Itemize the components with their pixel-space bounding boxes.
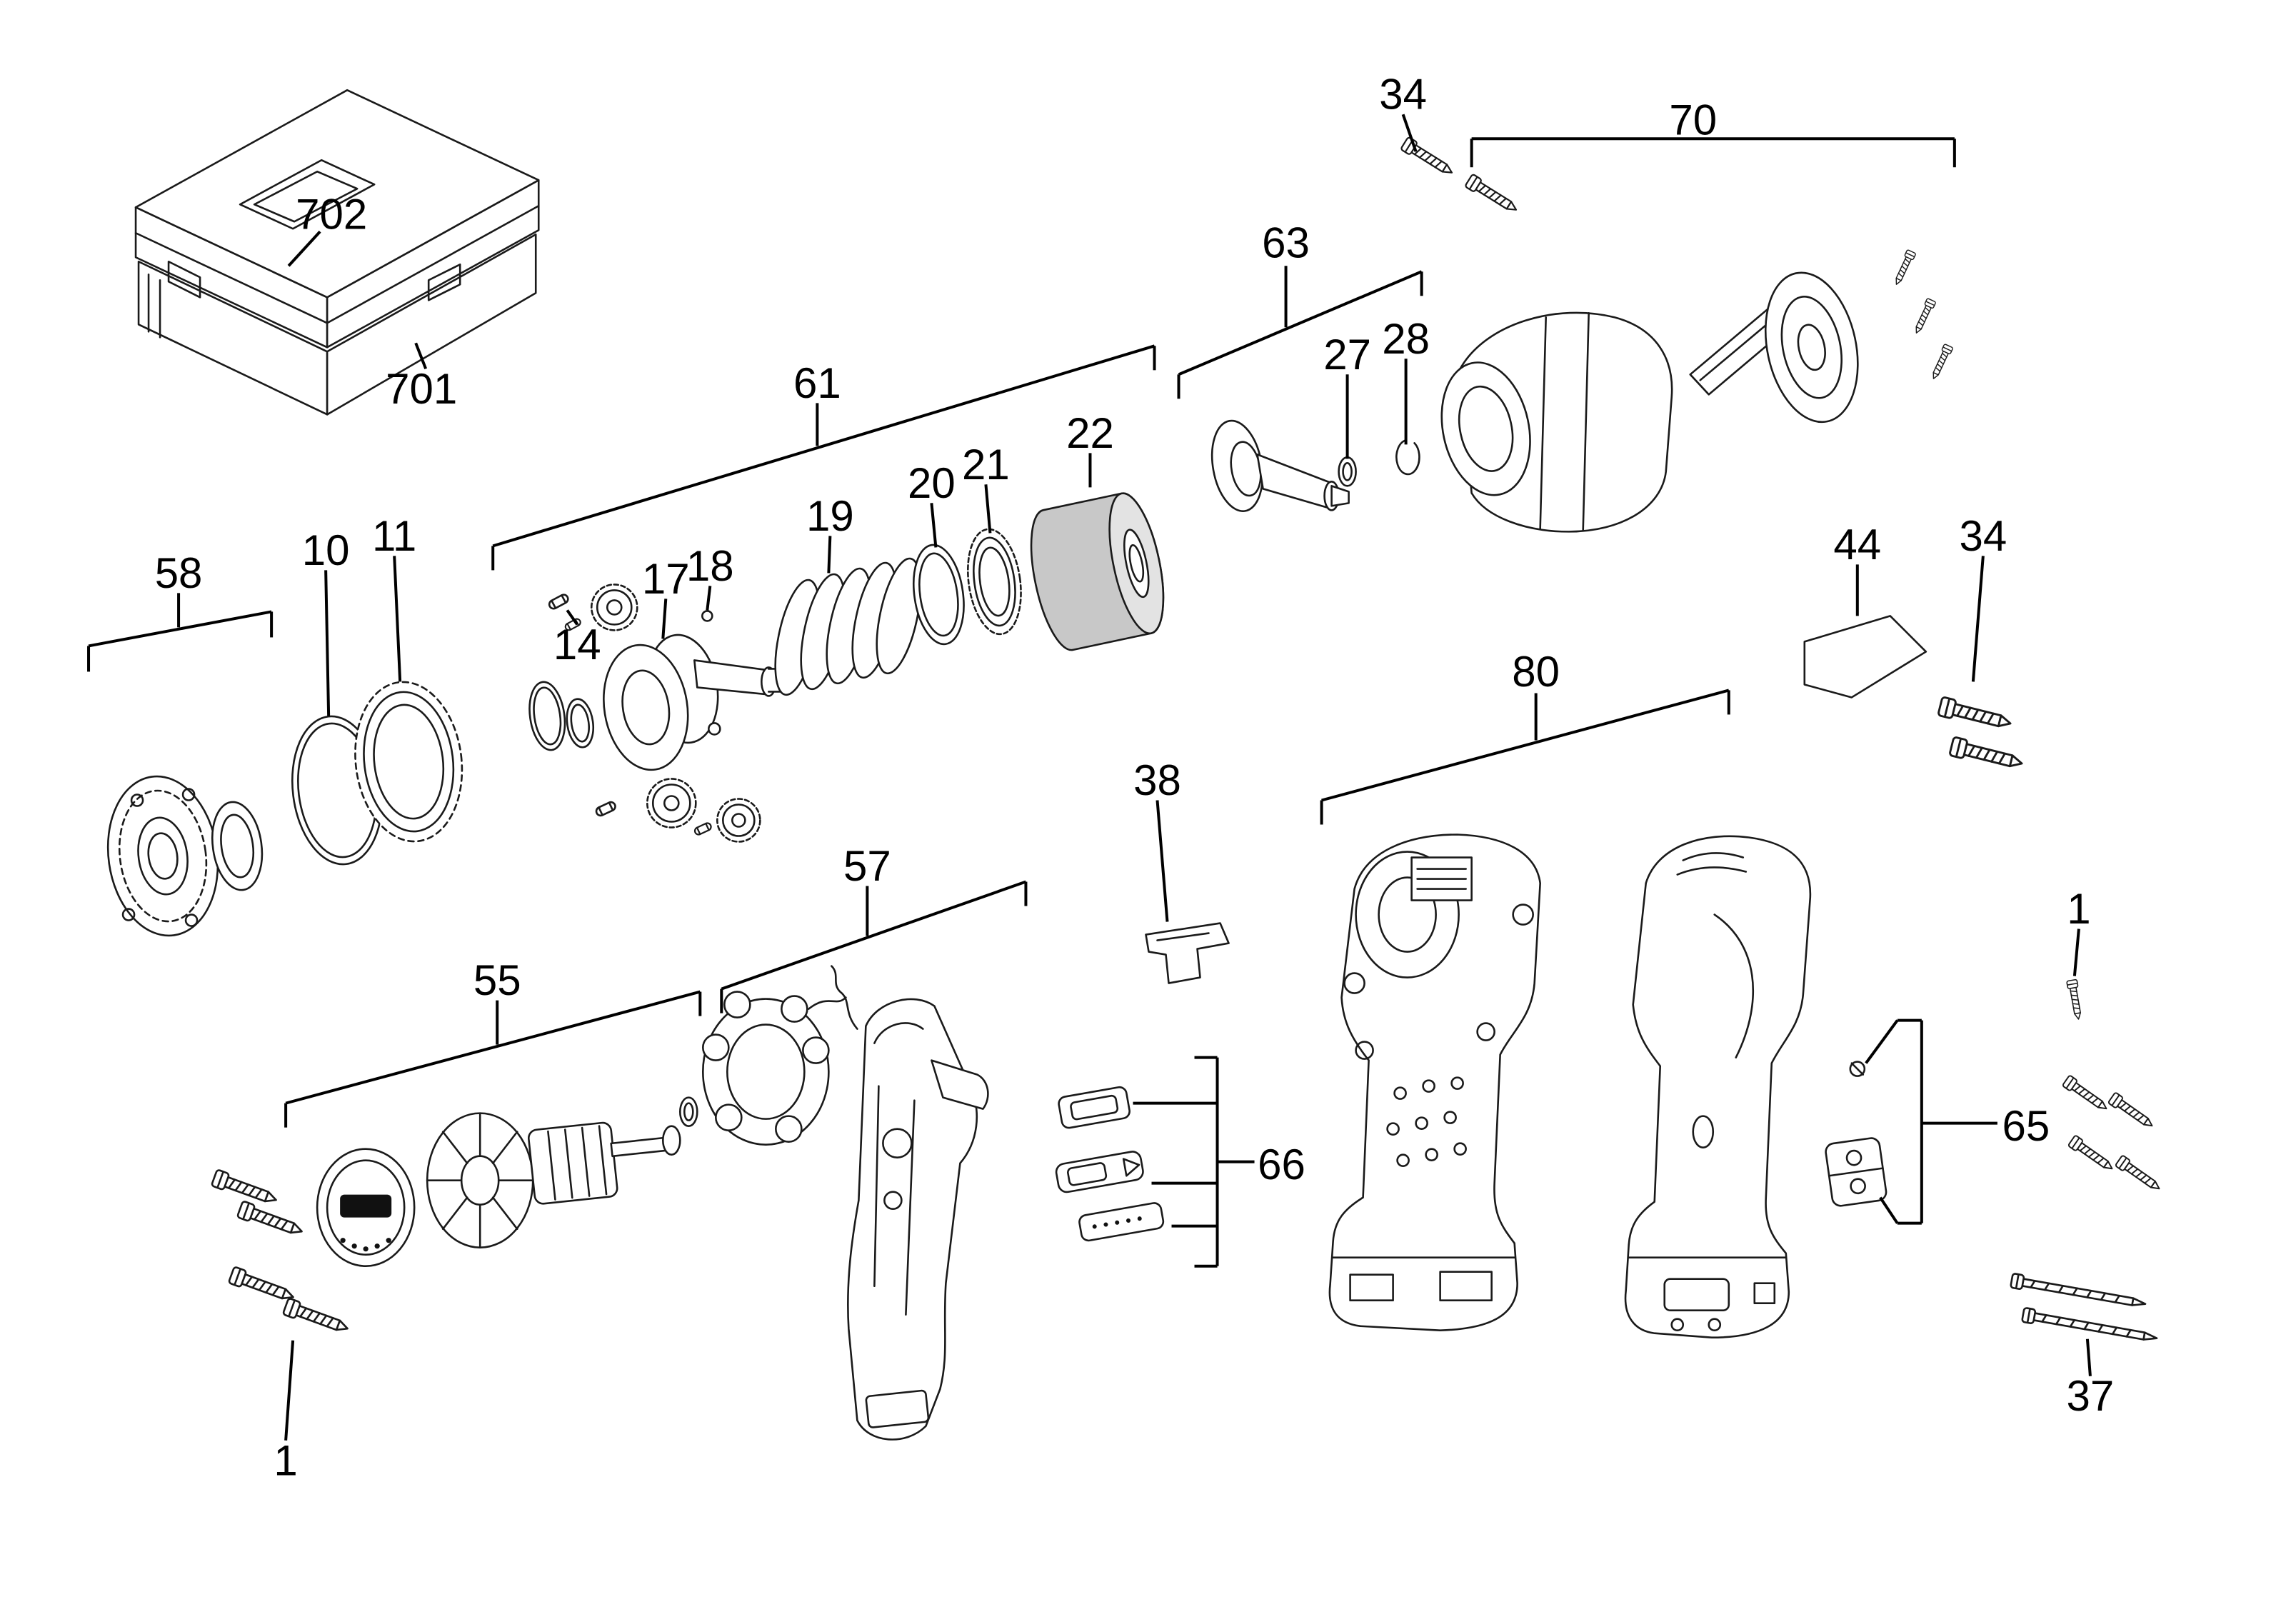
callout-line-61 [492,344,1155,548]
callout-label-18: 18 [686,542,734,590]
callout-label-61: 61 [793,359,841,407]
warning-label-drawing [1803,615,1927,699]
callout-line-80 [1321,689,1730,802]
callout-label-34t: 34 [1379,71,1427,119]
rotor-fan-drawing [426,1112,534,1248]
retaining-clip-drawing [1395,439,1420,476]
callout-line-37 [2085,1338,2092,1376]
anvil-spindle-drawing [1210,419,1350,512]
callout-label-701: 701 [386,365,457,413]
callout-label-17: 17 [642,555,690,603]
callout-label-65: 65 [2002,1102,2050,1150]
switch-handle-assembly-drawing [831,965,989,1441]
ring-gear-drawing [354,681,463,843]
callout-label-20: 20 [908,459,956,507]
callout-label-80: 80 [1512,648,1560,696]
detent-ball-drawing [701,610,713,622]
washer-drawing [1338,456,1357,487]
callout-line-10 [324,570,331,716]
motor-end-cap-drawing [316,1148,416,1267]
callout-line-14 [566,609,578,626]
callout-label-1r: 1 [2067,885,2090,933]
thrust-bearing-drawing [967,528,1022,636]
handle-screws-drawing [1937,696,2025,774]
stator-drawing [702,991,847,1146]
callout-label-34r: 34 [1959,512,2007,560]
callout-label-10: 10 [302,526,350,574]
planet-gears-drawing [593,778,761,843]
callout-label-57: 57 [843,842,891,890]
callout-label-70: 70 [1669,96,1717,144]
callout-label-37: 37 [2067,1372,2115,1420]
callout-line-11 [393,556,402,682]
callout-line-1b [284,1340,295,1441]
bearing-cap-drawing [1764,271,1859,424]
callout-label-1b: 1 [274,1436,297,1484]
callout-line-65 [1879,1196,1899,1224]
callout-label-14: 14 [553,621,601,669]
callout-label-19: 19 [806,492,854,540]
parts-artwork-layer [106,89,2164,1441]
callout-line-57 [721,880,1027,991]
callout-label-44: 44 [1833,521,1881,569]
callout-label-58: 58 [155,549,203,597]
hammer-drum-drawing [1030,492,1165,651]
callout-line-38 [1155,800,1169,922]
cap-screws-drawing [1891,249,1954,381]
pinion-gear-drawing [590,584,638,631]
selector-buttons-drawing [1055,1086,1165,1242]
callout-line-34r [1971,556,1985,682]
callout-line-65 [1865,1019,1899,1064]
callout-label-28: 28 [1382,315,1430,363]
carrying-case-drawing [134,89,540,416]
seal-ring-drawing [211,801,264,891]
callout-line-34t [1401,114,1418,152]
callout-label-55: 55 [473,956,521,1004]
callout-label-11: 11 [372,512,416,560]
bearing-retainer-drawing [106,775,219,937]
callout-label-63: 63 [1262,219,1310,267]
callout-line-55 [285,990,701,1105]
callout-label-21: 21 [962,441,1010,489]
callout-line-702 [287,230,321,267]
long-screws-37-drawing [2009,1272,2160,1346]
rotor-shaft-drawing [528,1096,698,1205]
spring-drawing [774,557,922,696]
callout-label-66: 66 [1258,1141,1305,1188]
housing-screws-top-drawing [1400,136,1521,217]
callout-line-17 [661,599,668,639]
flat-washer-drawing [913,544,965,646]
callout-line-1r [2072,928,2080,976]
carrier-spindle-assembly-drawing [603,634,790,771]
callout-label-702: 702 [296,191,367,239]
bit-holder-drawing [1825,1061,1888,1207]
callout-line-18 [706,586,712,611]
callout-line-701 [414,342,428,370]
o-rings-drawing [528,681,595,751]
callout-line-20 [930,503,938,548]
housing-half-left-drawing [1328,833,1541,1332]
callout-line-63 [1178,270,1423,376]
gear-case-housing-drawing [1440,311,1673,533]
callout-label-22: 22 [1066,409,1114,457]
callout-line-21 [984,484,992,534]
callout-label-38: 38 [1133,756,1181,804]
callout-line-19 [827,536,832,574]
assembly-screws-right-drawing [2061,1074,2164,1195]
housing-half-right-drawing [1624,835,1812,1339]
callout-label-27: 27 [1323,331,1371,379]
screw-1-right-drawing [2066,978,2085,1021]
callout-line-58 [88,610,272,648]
mode-button-drawing [1145,922,1230,984]
